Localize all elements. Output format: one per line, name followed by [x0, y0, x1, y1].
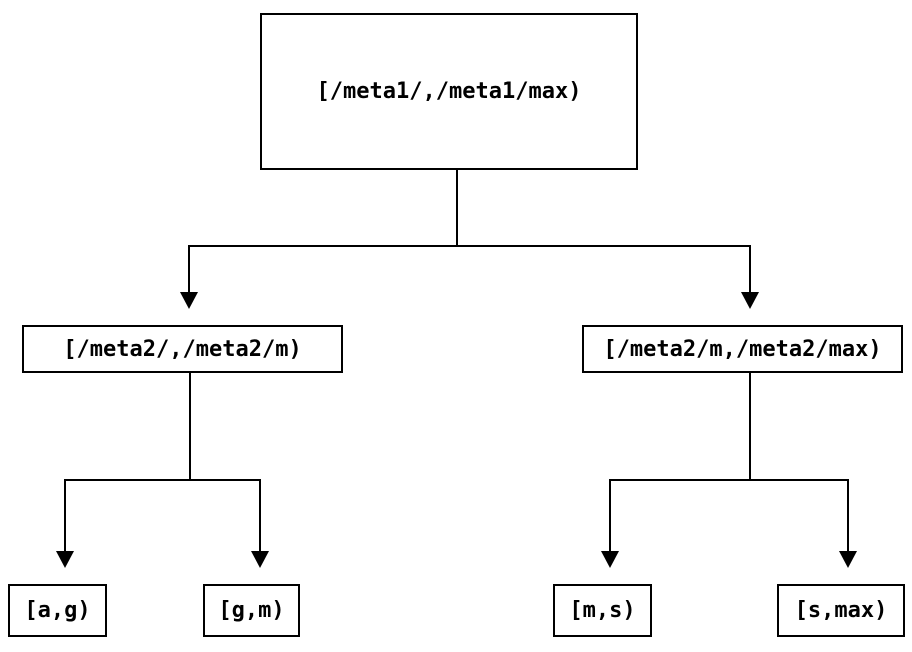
- tree-node-label: [/meta2/m,/meta2/max): [603, 336, 882, 362]
- arrow-down-icon: [741, 292, 759, 309]
- tree-node-label: [g,m): [218, 598, 285, 623]
- tree-node-label: [a,g): [24, 598, 91, 623]
- arrow-down-icon: [601, 551, 619, 568]
- arrow-down-icon: [180, 292, 198, 309]
- tree-node-label: [/meta1/,/meta1/max): [316, 79, 582, 104]
- tree-node-leaf-smax: [s,max): [777, 584, 905, 637]
- tree-node-label: [/meta2/,/meta2/m): [63, 336, 302, 362]
- tree-node-leaf-ag: [a,g): [8, 584, 107, 637]
- tree-node-leaf-ms: [m,s): [553, 584, 652, 637]
- arrow-down-icon: [251, 551, 269, 568]
- tree-node-root: [/meta1/,/meta1/max): [260, 13, 638, 170]
- tree-node-left-mid: [/meta2/,/meta2/m): [22, 325, 343, 373]
- arrow-down-icon: [56, 551, 74, 568]
- arrow-down-icon: [839, 551, 857, 568]
- tree-node-right-mid: [/meta2/m,/meta2/max): [582, 325, 903, 373]
- tree-node-label: [s,max): [794, 598, 888, 623]
- tree-node-leaf-gm: [g,m): [203, 584, 300, 637]
- tree-node-label: [m,s): [569, 598, 636, 623]
